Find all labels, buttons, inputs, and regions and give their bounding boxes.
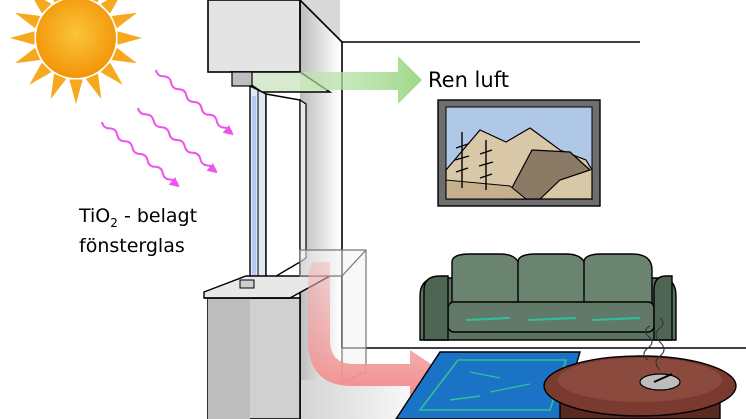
painting-mountain-front xyxy=(505,149,592,200)
coated-glass-prefix: TiO xyxy=(79,205,111,227)
polluted-air-arrow xyxy=(308,262,446,398)
window-pane xyxy=(265,93,301,284)
radiator-edge xyxy=(341,249,367,277)
coated-glass-line2: fönsterglas xyxy=(79,234,185,257)
sun-ray xyxy=(29,62,52,85)
sofa-seat xyxy=(447,301,655,333)
sun-ray xyxy=(85,73,102,99)
sofa-icon xyxy=(419,253,677,341)
sofa-back-cushion-1 xyxy=(451,253,521,305)
wall-upper-block xyxy=(207,0,301,73)
clean-air-arrow xyxy=(300,56,422,104)
sun-ray xyxy=(10,31,35,45)
sun-ray xyxy=(50,73,67,99)
uv-ray-arrowhead xyxy=(206,163,218,174)
rug-body xyxy=(395,351,581,419)
ashtray-icon xyxy=(639,373,681,391)
clean-air-label: Ren luft xyxy=(428,68,509,92)
polluted-air-path xyxy=(308,262,446,398)
sun-ray xyxy=(34,0,52,14)
sill-block xyxy=(239,279,255,289)
uv-ray-arrowhead xyxy=(168,177,180,188)
sun-ray xyxy=(100,0,118,14)
cigarette xyxy=(653,373,673,383)
clean-air-path xyxy=(300,56,422,104)
glass-tio2-coating xyxy=(252,96,256,276)
rug-icon xyxy=(395,351,581,419)
sun-ray xyxy=(117,31,142,45)
uv-ray-icon xyxy=(137,107,217,173)
coated-glass-label: TiO2 - belagt fönsterglas xyxy=(79,205,197,258)
sun-ray xyxy=(15,47,41,64)
rug-border xyxy=(418,359,568,411)
coated-glass-suffix: - belagt xyxy=(117,205,198,227)
sun-ray xyxy=(111,12,137,29)
coated-glass-subscript: 2 xyxy=(110,215,118,230)
sofa-back-cushion-2 xyxy=(517,253,587,305)
window-head xyxy=(231,71,253,87)
sofa-back-cushion-3 xyxy=(583,253,653,305)
uv-rays xyxy=(101,69,234,188)
sofa-arm-left xyxy=(423,275,449,341)
smoke-icon xyxy=(643,317,665,371)
uv-ray-icon xyxy=(101,121,179,187)
sun-ray xyxy=(100,62,123,85)
rug-pattern xyxy=(449,371,531,401)
ceiling-corner-line xyxy=(299,0,343,43)
coated-glass-line1: TiO2 - belagt xyxy=(79,205,197,235)
uv-ray-icon xyxy=(155,69,233,135)
window-jamb xyxy=(299,98,307,264)
painting-icon xyxy=(437,99,601,207)
sun-icon xyxy=(10,0,142,104)
sun-ray xyxy=(111,47,137,64)
sun-ray xyxy=(53,0,60,3)
sofa-arm-right xyxy=(653,275,673,341)
uv-ray-arrowhead xyxy=(222,125,234,136)
window-icon xyxy=(203,71,333,299)
sun-ray xyxy=(15,12,41,29)
painting-trees xyxy=(454,132,494,190)
sun-core xyxy=(36,0,116,78)
coffee-table-icon xyxy=(543,317,737,419)
wall-lower-shade xyxy=(208,298,250,419)
sun-ray xyxy=(92,0,99,3)
sofa-stitching xyxy=(465,317,641,321)
sun-ray xyxy=(69,79,83,104)
